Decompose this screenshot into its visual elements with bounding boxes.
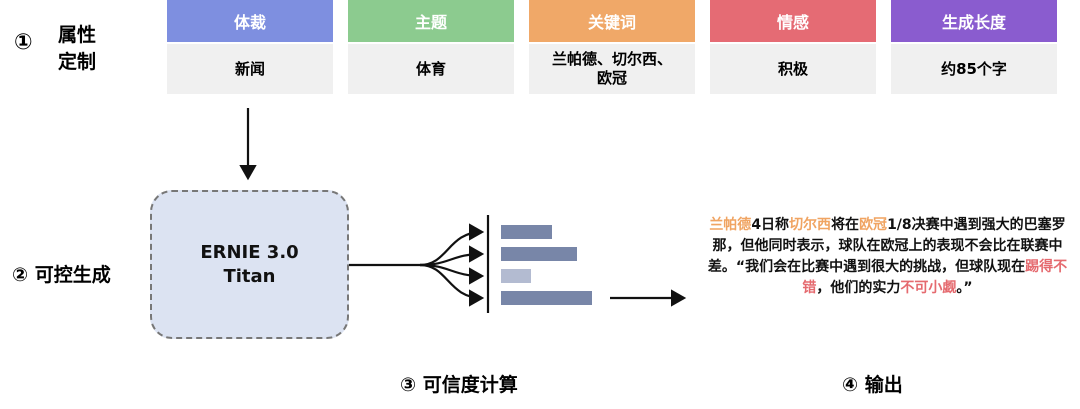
step3-label: ③ 可信度计算 xyxy=(400,374,518,396)
step1-label-line2: 定制 xyxy=(58,51,97,73)
attr-header-length: 生成长度 xyxy=(891,0,1057,42)
attr-header-topic: 主题 xyxy=(348,0,514,42)
score-bar-3 xyxy=(501,269,531,283)
step1-label: 属性 定制 xyxy=(58,22,96,76)
branch-4 xyxy=(419,263,485,307)
attr-header-keywords: 关键词 xyxy=(529,0,695,42)
model-variant: Titan xyxy=(223,265,276,287)
step1-label-line1: 属性 xyxy=(58,24,97,46)
output-text-1: 4日称 xyxy=(751,217,790,233)
step4-label: ④ 输出 xyxy=(842,374,903,396)
output-text-2: 将在 xyxy=(831,217,860,233)
keywords-line1: 兰帕德、切尔西、 xyxy=(551,50,672,68)
score-bar-4 xyxy=(501,291,592,305)
attr-header-sentiment: 情感 xyxy=(710,0,876,42)
sentiment-phrase-2: 不可小觑 xyxy=(900,280,957,296)
score-bars xyxy=(501,225,592,305)
output-text-5: 。” xyxy=(956,280,973,296)
output-text-3: 1/8决赛中遇到强大的巴塞罗那，但他同时表示，球队在欧冠上的表现不会比在联赛中差… xyxy=(707,217,1066,275)
attr-value-topic: 体育 xyxy=(348,44,514,94)
keyword-lampard: 兰帕德 xyxy=(709,217,752,233)
output-text-4: ，他们的实力 xyxy=(816,280,901,296)
keywords-line2: 欧冠 xyxy=(596,69,627,87)
attr-value-genre: 新闻 xyxy=(167,44,333,94)
model-box: ERNIE 3.0 Titan xyxy=(150,190,349,339)
sentiment-phrase-1: 踢得不错 xyxy=(802,259,1068,296)
keyword-chelsea: 切尔西 xyxy=(789,217,832,233)
attribute-table: 体裁 新闻 主题 体育 关键词 兰帕德、切尔西、 欧冠 情感 积极 生成长度 约… xyxy=(167,0,1062,96)
step1-number: ① xyxy=(14,30,33,55)
attr-value-keywords: 兰帕德、切尔西、 欧冠 xyxy=(529,44,695,94)
attr-value-sentiment: 积极 xyxy=(710,44,876,94)
attr-value-length: 约85个字 xyxy=(891,44,1057,94)
model-name: ERNIE 3.0 xyxy=(200,241,299,263)
attr-header-genre: 体裁 xyxy=(167,0,333,42)
step2-label: ② 可控生成 xyxy=(12,264,111,286)
score-bar-2 xyxy=(501,247,577,261)
score-bar-1 xyxy=(501,225,552,239)
keyword-ucl: 欧冠 xyxy=(859,217,888,233)
generated-output-text: 兰帕德4日称切尔西将在欧冠1/8决赛中遇到强大的巴塞罗那，但他同时表示，球队在欧… xyxy=(700,215,1075,299)
